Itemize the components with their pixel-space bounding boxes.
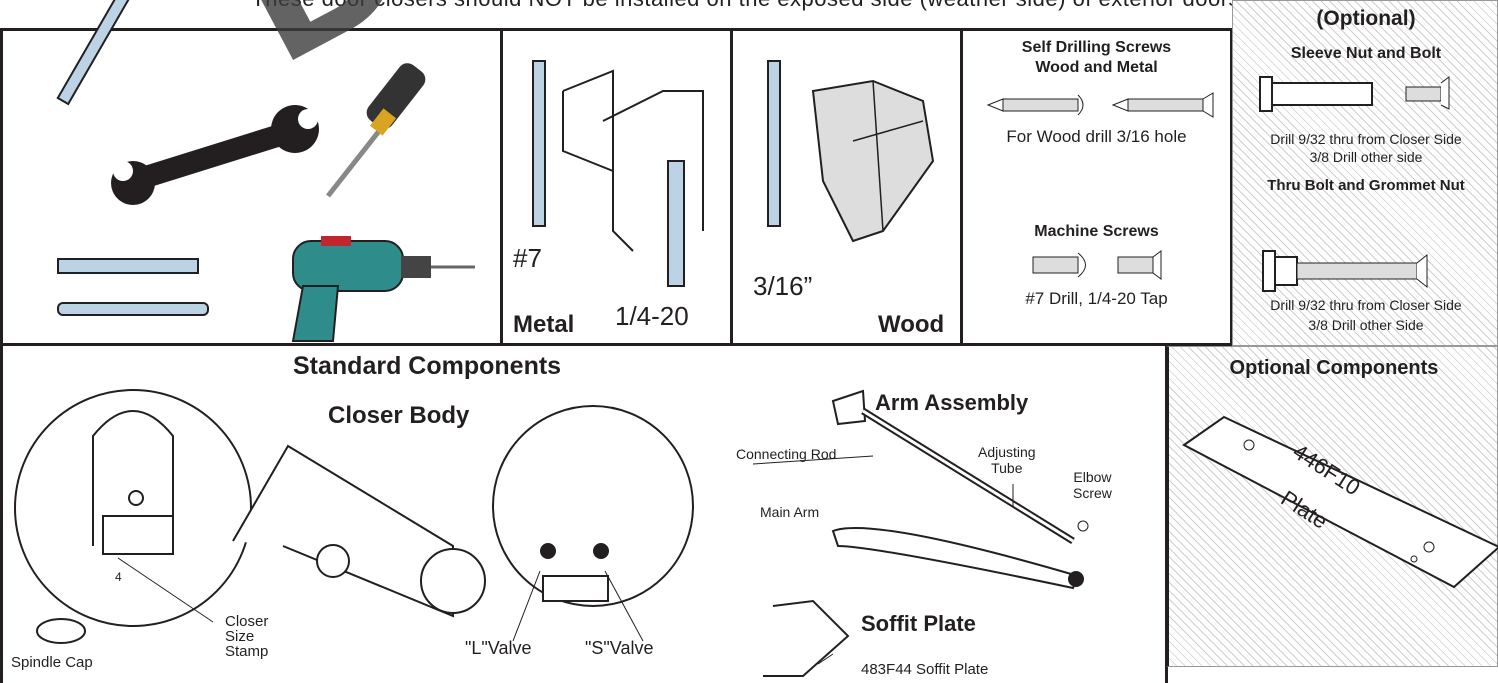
thru-note-1: Drill 9/32 thru from Closer Side	[1270, 297, 1462, 313]
size-stamp-value: 4	[115, 570, 122, 584]
wrench-icon	[111, 105, 319, 205]
tools-illustration	[56, 0, 475, 342]
metal-panel: #7 1/4-20 Metal	[500, 28, 733, 346]
self-drilling-note: For Wood drill 3/16 hole	[1006, 127, 1187, 146]
sleeve-nut-bolt-icon	[1259, 76, 1450, 112]
arm-assembly-illustration	[752, 389, 1089, 677]
metal-drill-size: #7	[513, 243, 542, 273]
machine-screws-icon	[1032, 250, 1162, 280]
optional-title: (Optional)	[1316, 7, 1416, 30]
optional-components-title: Optional Components	[1229, 357, 1439, 379]
connecting-rod-label: Connecting Rod	[736, 446, 837, 462]
wood-panel: 3/16” Wood	[730, 28, 963, 346]
plate-446f10-illustration	[1182, 415, 1498, 589]
wood-label: Wood	[878, 311, 945, 338]
closer-body-illustration	[14, 389, 694, 644]
thru-bolt-title: Thru Bolt and Grommet Nut	[1267, 177, 1465, 194]
thru-note-2: 3/8 Drill other Side	[1308, 317, 1424, 333]
l-valve-label: "L"Valve	[465, 638, 532, 658]
screwdriver-icon	[326, 63, 426, 198]
power-drill-icon	[291, 236, 475, 342]
optional-fasteners-panel: (Optional) Sleeve Nut and Bolt Drill 9/3…	[1232, 0, 1498, 346]
main-arm-label: Main Arm	[760, 504, 820, 520]
arm-assembly-label: Arm Assembly	[875, 390, 1029, 415]
standard-components-panel: Standard Components Closer Body 4 Closer…	[0, 343, 1168, 683]
sleeve-note-2: 3/8 Drill other side	[1309, 149, 1423, 165]
sleeve-nut-title: Sleeve Nut and Bolt	[1290, 45, 1442, 62]
drill-bit-icon	[767, 60, 781, 227]
machine-screws-note: #7 Drill, 1/4-20 Tap	[1025, 289, 1168, 308]
metal-tap-size: 1/4-20	[615, 301, 689, 331]
soffit-plate-title: Soffit Plate	[861, 611, 976, 636]
wood-drill-size: 3/16”	[753, 271, 813, 301]
drill-bit-icon	[532, 60, 546, 227]
thru-bolt-grommet-icon	[1262, 250, 1428, 292]
self-drilling-subtitle: Wood and Metal	[1035, 59, 1158, 76]
machine-screws-title: Machine Screws	[1034, 223, 1159, 240]
top-note: These door closers should NOT be install…	[0, 0, 1498, 12]
closer-body-label: Closer Body	[328, 402, 470, 429]
metal-label: Metal	[513, 311, 575, 338]
drill-bit-icon	[56, 0, 140, 106]
screws-panel: Self Drilling Screws Wood and Metal For …	[960, 28, 1233, 346]
optional-components-panel: Optional Components 446F10 Plate	[1166, 346, 1498, 667]
drill-bit-long-icon	[57, 302, 209, 316]
metal-frame-illustration	[532, 60, 704, 287]
self-drilling-screws-icon	[986, 92, 1214, 118]
sleeve-note-1: Drill 9/32 thru from Closer Side	[1270, 131, 1462, 147]
wood-frame-illustration	[767, 60, 935, 243]
tools-panel	[0, 0, 503, 346]
tap-icon	[57, 258, 199, 274]
s-valve-label: "S"Valve	[585, 638, 654, 658]
self-drilling-title: Self Drilling Screws	[1021, 39, 1172, 56]
soffit-plate-label: 483F44 Soffit Plate	[861, 661, 989, 678]
tap-icon	[667, 160, 685, 287]
standard-components-title: Standard Components	[293, 352, 562, 380]
